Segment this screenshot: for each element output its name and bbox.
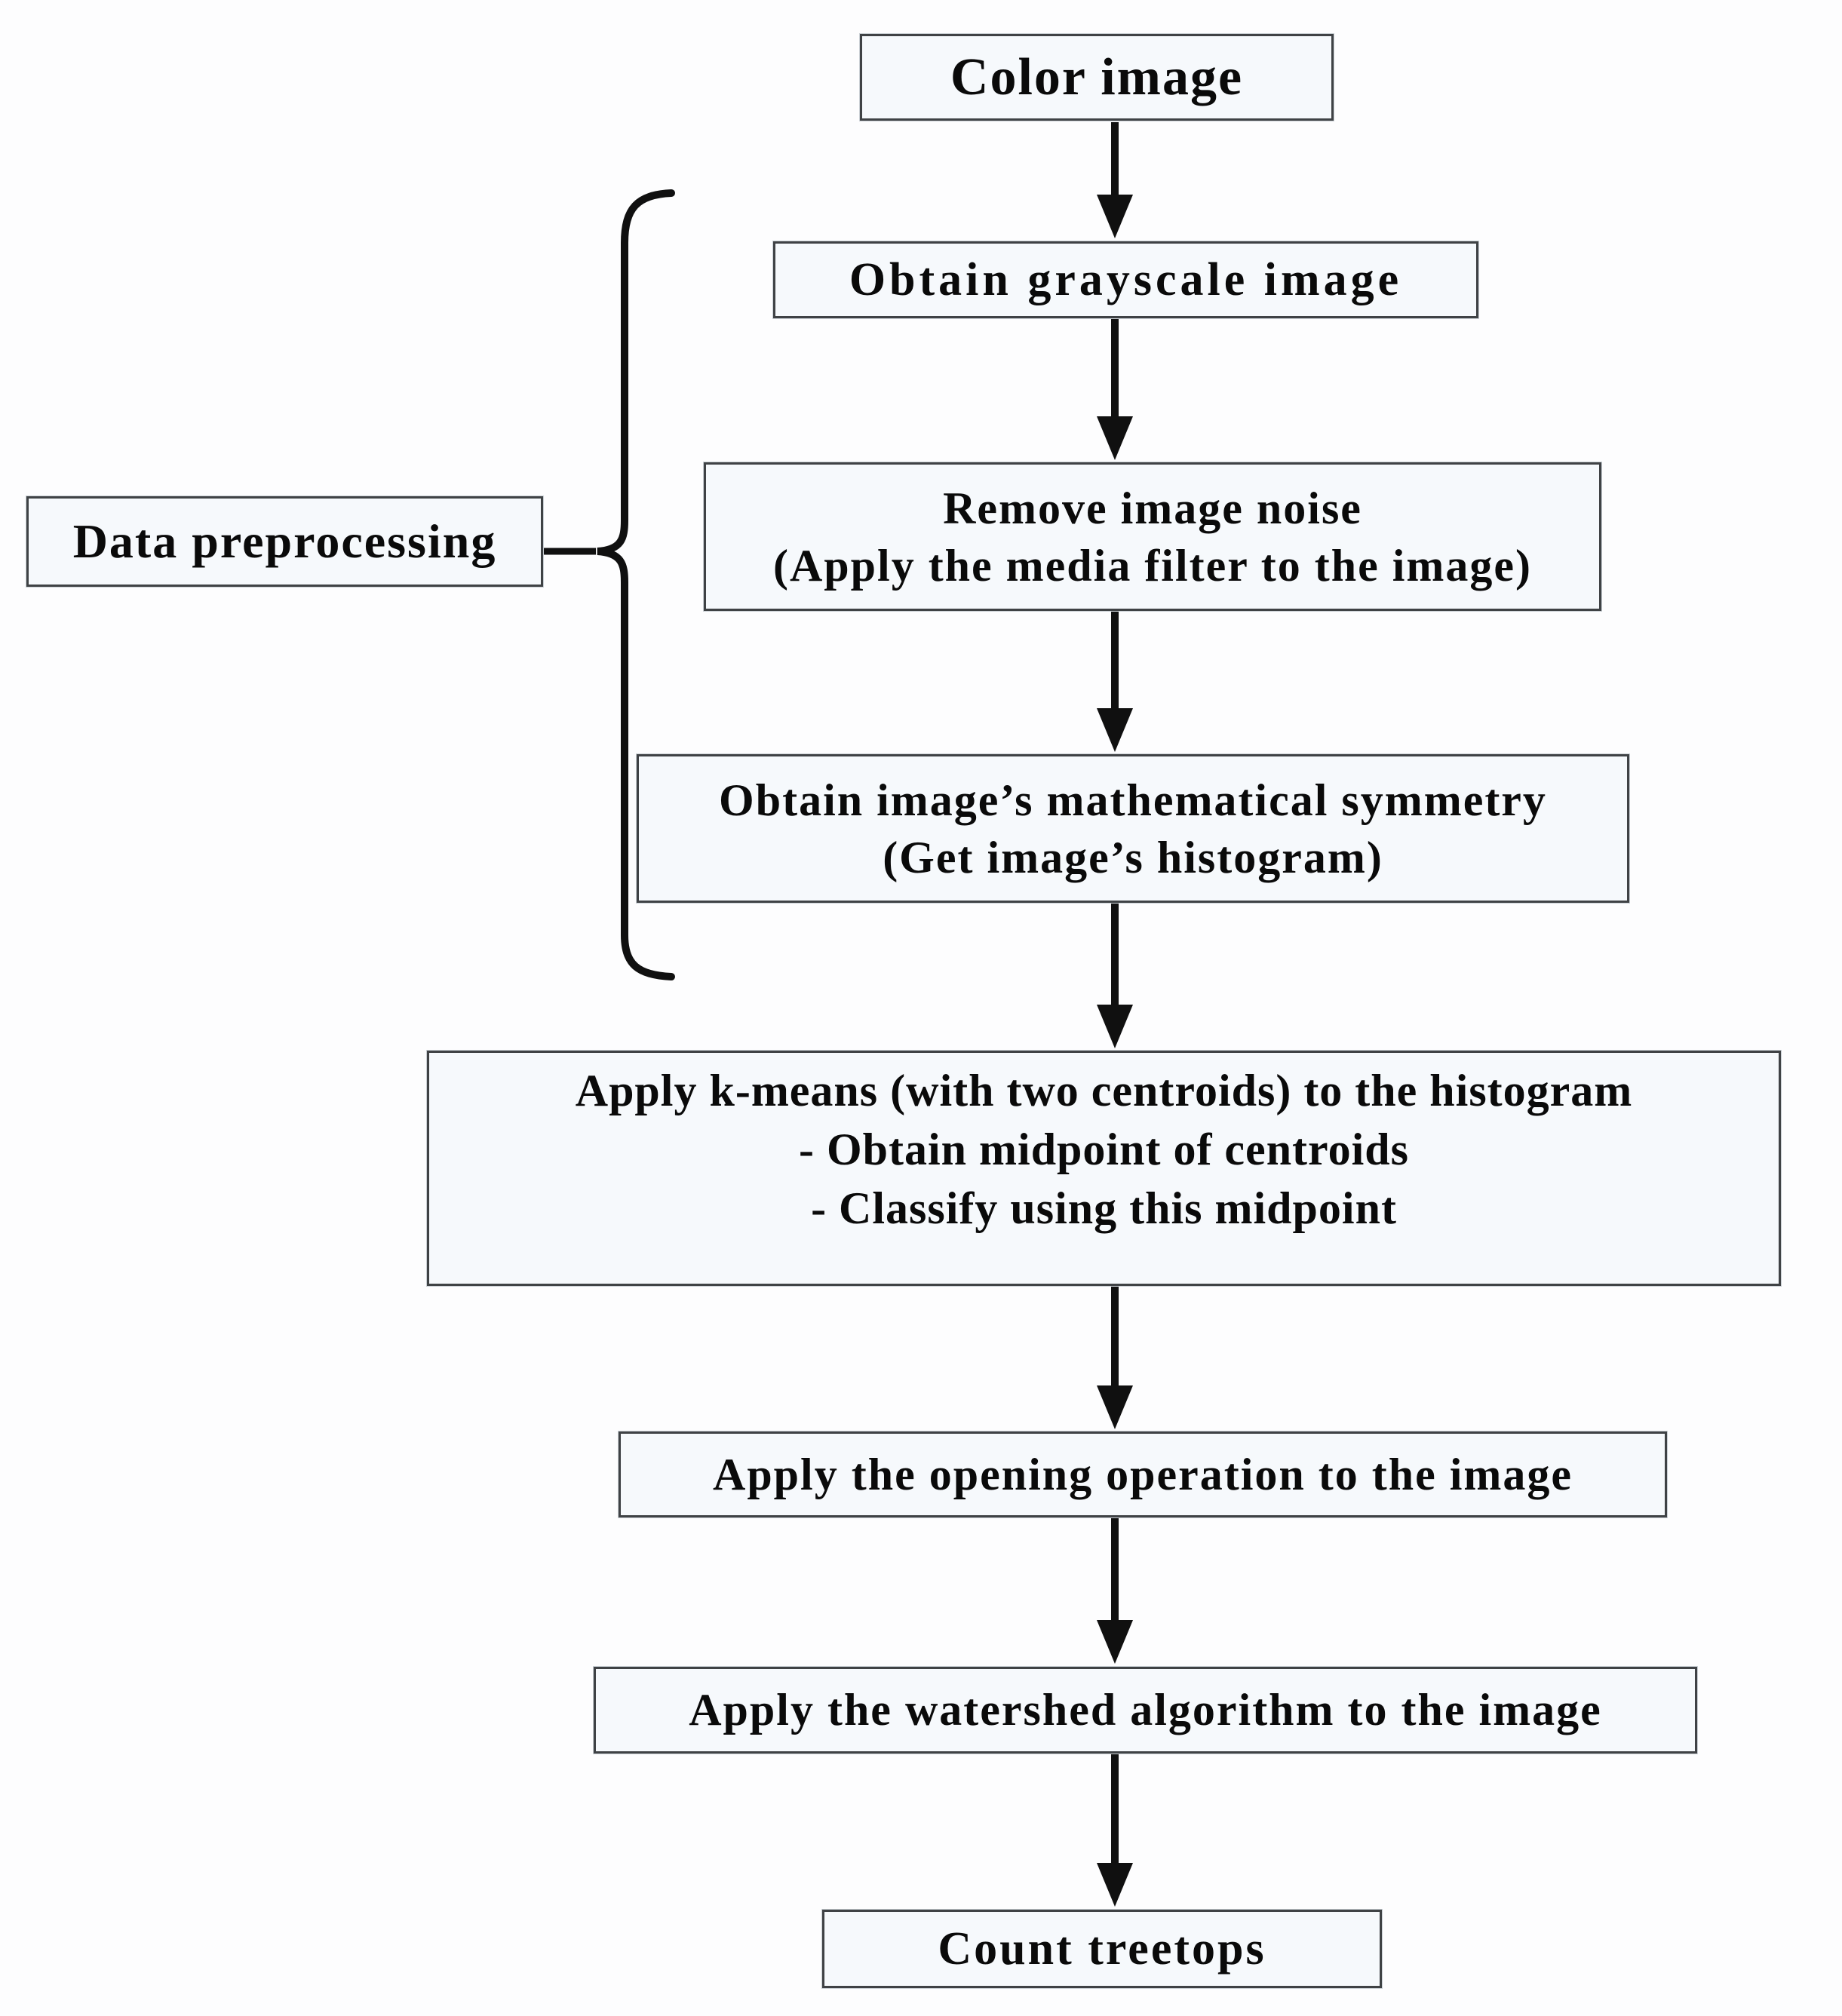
arrow-opening-to-watershed [1097, 1518, 1133, 1664]
group-label-text: Data preprocessing [72, 514, 497, 568]
node-watershed: Apply the watershed algorithm to the ima… [594, 1667, 1697, 1754]
arrow-remove-noise-to-symmetry [1097, 611, 1133, 752]
arrow-watershed-to-count-treetops [1097, 1754, 1133, 1907]
node-label: Apply the opening operation to the image [712, 1449, 1573, 1499]
arrow-kmeans-to-opening [1097, 1287, 1133, 1429]
node-symmetry: Obtain image’s mathematical symmetry (Ge… [637, 754, 1629, 903]
node-label: Obtain image’s mathematical symmetry [719, 775, 1547, 825]
preprocessing-group-brace [543, 189, 675, 980]
arrow-symmetry-to-kmeans [1097, 904, 1133, 1048]
arrow-color-image-to-grayscale [1097, 122, 1133, 238]
node-label: Remove image noise [943, 483, 1362, 533]
node-label: Apply the watershed algorithm to the ima… [689, 1685, 1602, 1735]
node-label: Obtain grayscale image [849, 253, 1403, 305]
group-label-data-preprocessing: Data preprocessing [26, 496, 543, 587]
node-remove-noise: Remove image noise (Apply the media filt… [704, 462, 1601, 611]
node-sublabel: (Apply the media filter to the image) [772, 540, 1533, 591]
curly-brace [597, 189, 675, 980]
node-bullet-1: - Obtain midpoint of centroids [799, 1125, 1409, 1174]
node-color-image: Color image [860, 34, 1334, 121]
node-kmeans: Apply k-means (with two centroids) to th… [427, 1051, 1781, 1286]
node-bullet-2: - Classify using this midpoint [811, 1183, 1397, 1233]
node-label: Count treetops [938, 1922, 1266, 1975]
node-grayscale: Obtain grayscale image [773, 241, 1478, 318]
node-opening: Apply the opening operation to the image [619, 1431, 1667, 1517]
node-label: Apply k-means (with two centroids) to th… [575, 1066, 1633, 1115]
node-label: Color image [950, 48, 1244, 106]
arrow-grayscale-to-remove-noise [1097, 318, 1133, 460]
node-count-treetops: Count treetops [822, 1910, 1382, 1988]
node-sublabel: (Get image’s histogram) [883, 832, 1383, 882]
